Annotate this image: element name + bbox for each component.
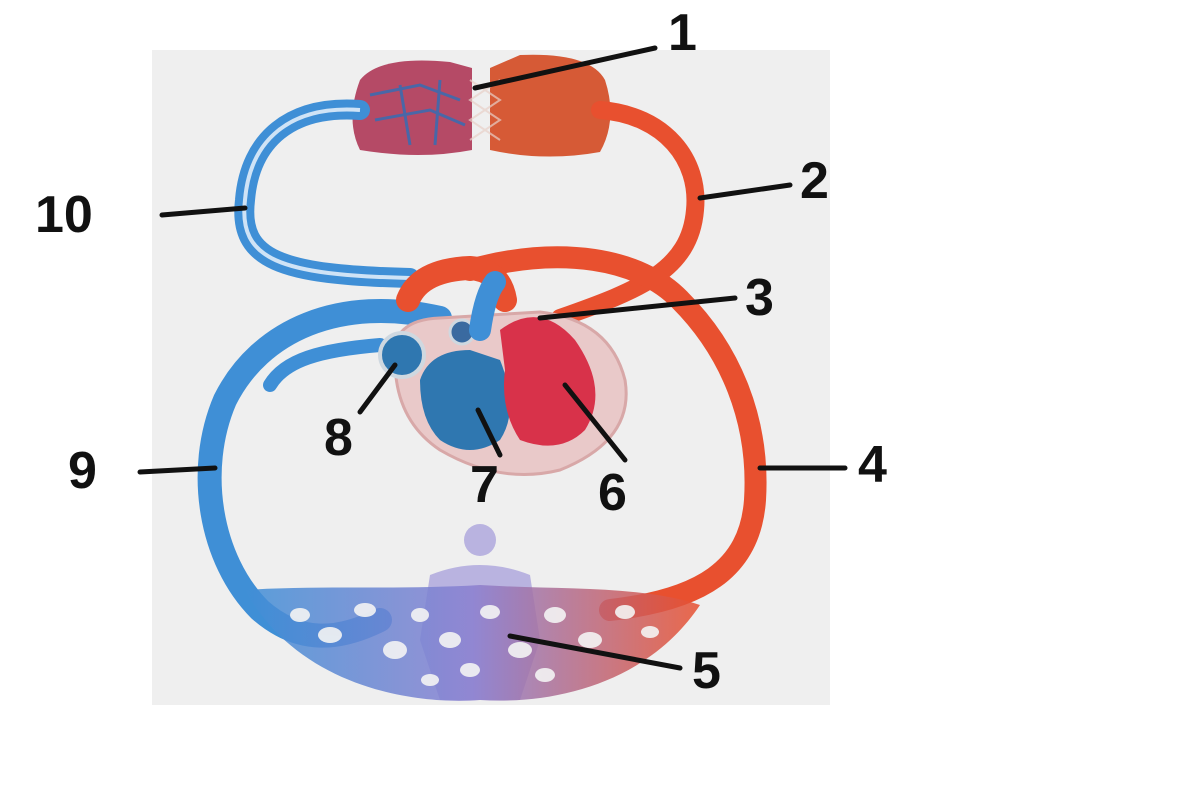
leader-line-10 (159, 205, 248, 218)
labels: 1 2 3 4 5 6 7 8 9 10 (35, 4, 887, 700)
leader-line-8 (357, 362, 398, 415)
pulmonary-vein-vessel (551, 101, 705, 327)
label-1: 1 (668, 4, 697, 62)
label-2: 2 (800, 152, 829, 210)
label-8: 8 (324, 409, 353, 467)
leader-line-6 (562, 382, 628, 463)
leader-line-2 (697, 182, 793, 201)
aorta-vessel (459, 246, 767, 621)
label-5: 5 (692, 642, 721, 700)
label-10: 10 (35, 186, 93, 244)
leader-line-1 (472, 45, 658, 91)
leader-line-3 (537, 295, 738, 321)
leader-lines (137, 45, 848, 671)
label-7: 7 (470, 456, 499, 514)
label-3: 3 (745, 269, 774, 327)
heart (378, 255, 628, 476)
leader-line-7 (475, 407, 503, 458)
leader-line-9 (137, 465, 218, 475)
body-capillaries (245, 524, 700, 701)
leader-line-5 (507, 633, 683, 671)
label-9: 9 (68, 442, 97, 500)
label-6: 6 (598, 464, 627, 522)
label-4: 4 (858, 436, 887, 494)
